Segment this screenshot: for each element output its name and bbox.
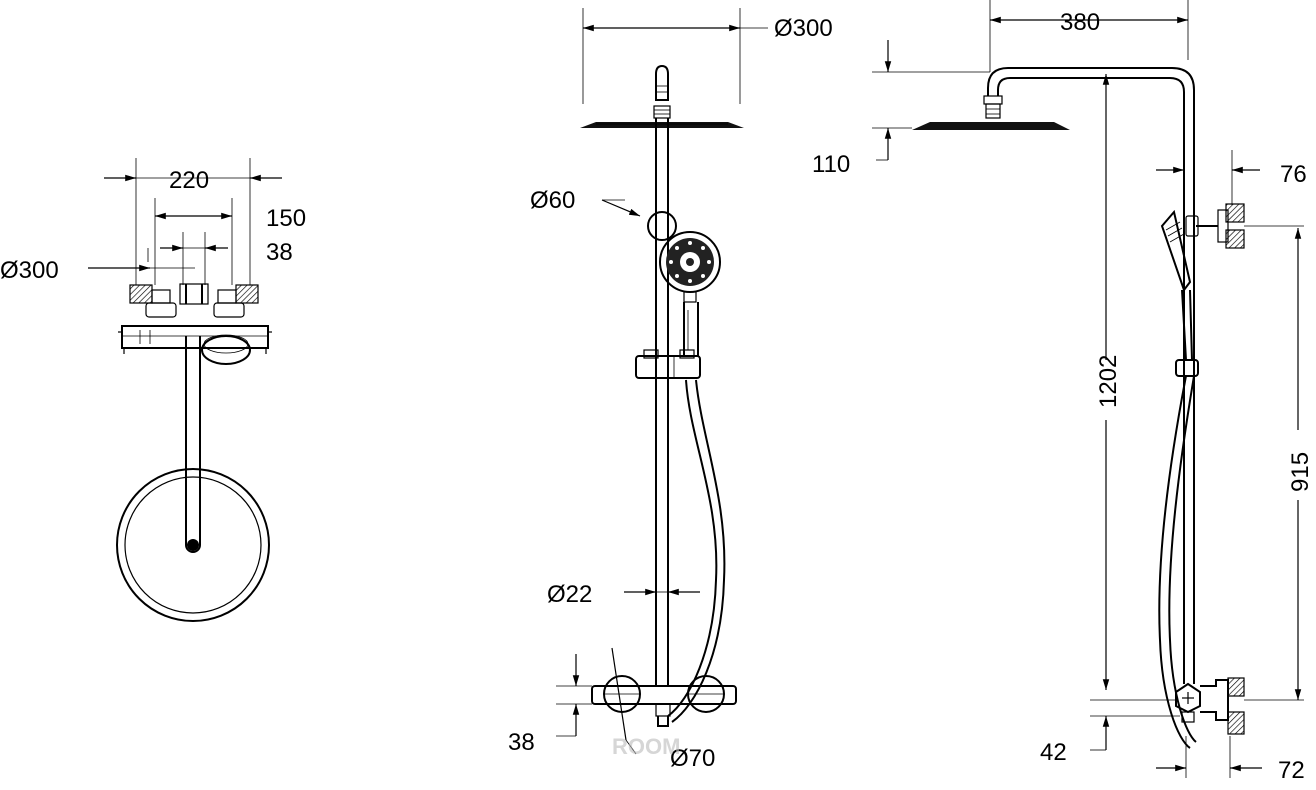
side-dim-380: 380 xyxy=(1060,9,1100,36)
side-dim-76: 76 xyxy=(1280,161,1307,188)
top-dim-38: 38 xyxy=(266,239,293,266)
side-dim-42: 42 xyxy=(1040,739,1067,766)
top-view: 220 150 38 Ø300 xyxy=(0,158,306,622)
side-dim-110: 110 xyxy=(812,151,850,178)
top-dim-220: 220 xyxy=(169,167,209,194)
front-dim-head-diameter: Ø300 xyxy=(774,15,833,42)
front-dim-bar-diameter: Ø22 xyxy=(547,581,592,608)
front-view: Ø300 Ø60 Ø22 38 Ø70 ROOM xyxy=(508,8,833,772)
watermark-logo: ROOM xyxy=(612,734,680,759)
front-dim-bottom-diameter: Ø70 xyxy=(670,745,715,772)
front-dim-38: 38 xyxy=(508,729,535,756)
side-dim-915: 915 xyxy=(1287,452,1314,492)
side-view: 380 110 76 1202 915 42 72 xyxy=(812,0,1314,784)
side-dim-1202: 1202 xyxy=(1095,355,1122,408)
top-dim-150: 150 xyxy=(266,205,306,232)
front-dim-slider-diameter: Ø60 xyxy=(530,187,575,214)
top-dim-head-diameter: Ø300 xyxy=(0,257,59,284)
side-dim-72: 72 xyxy=(1278,757,1305,784)
